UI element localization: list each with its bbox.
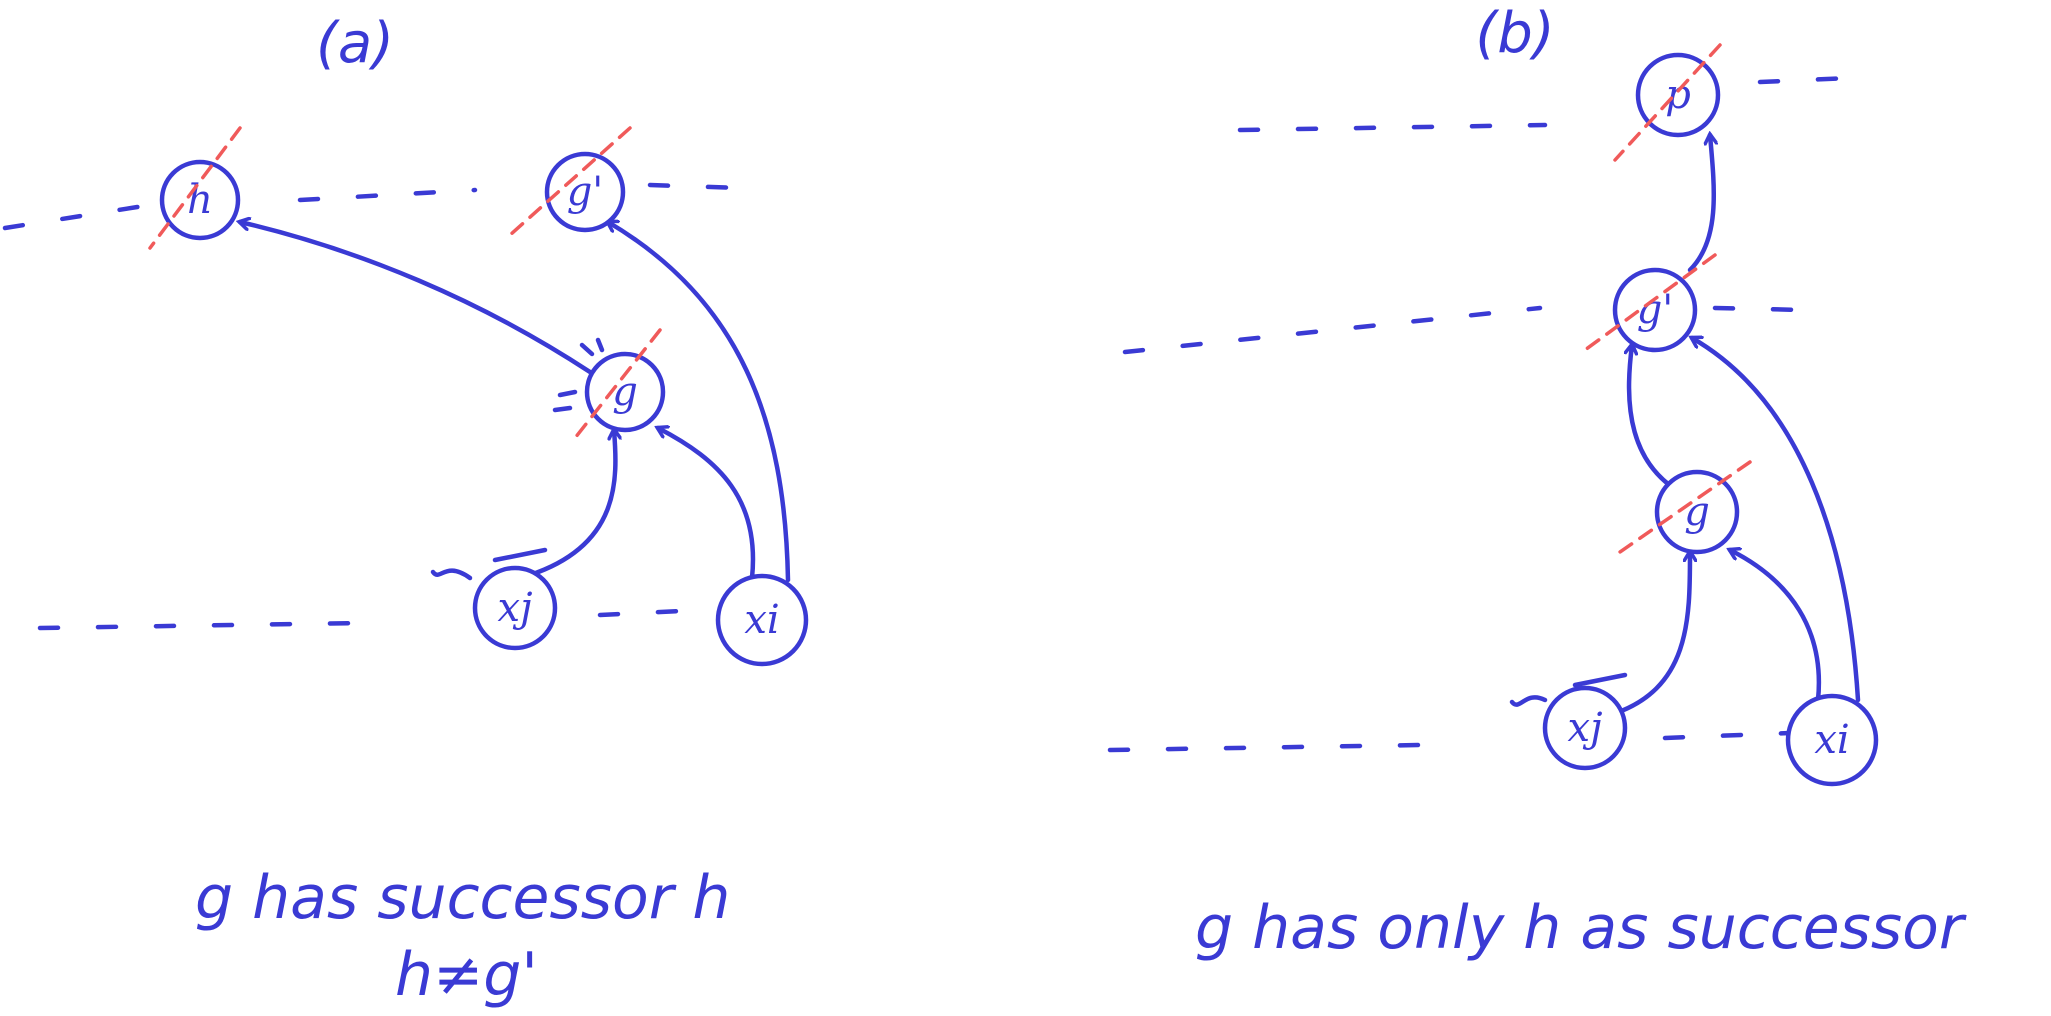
level-line: [297, 187, 478, 203]
edge-g-to-h: [240, 222, 593, 375]
svg-text:xj: xj: [498, 585, 533, 631]
level-line: [1757, 75, 1853, 85]
svg-text:xi: xi: [1814, 717, 1849, 763]
node-xi: xi: [715, 573, 809, 667]
level-line: [1237, 122, 1548, 133]
panel-a-tag: (a): [316, 11, 394, 76]
level-line: [2, 202, 153, 231]
edge-xi-to-g: [1730, 550, 1822, 703]
level-line: [1662, 730, 1793, 741]
panel-b-caption: g has only h as successor: [1195, 893, 1967, 963]
svg-text:g': g': [567, 169, 604, 215]
strike-g-prime: [508, 126, 632, 237]
level-line: [1122, 305, 1543, 355]
node-g-prime: g': [1612, 267, 1698, 353]
level-line: [37, 620, 363, 631]
level-line: [647, 182, 743, 191]
level-line: [597, 607, 703, 618]
edge-xj-to-g: [527, 430, 615, 578]
strike-h: [148, 126, 242, 250]
level-line: [1107, 742, 1423, 753]
edge-xi-to-gprime: [608, 222, 791, 583]
emphasis-marks: [552, 337, 605, 413]
strike-g-prime: [1583, 253, 1717, 352]
strike-g: [573, 328, 662, 440]
edge-xi-to-g: [658, 428, 756, 581]
scribble: [430, 568, 473, 581]
svg-text:xi: xi: [744, 597, 779, 643]
strike-p: [1613, 43, 1722, 162]
node-h: h: [159, 159, 241, 241]
panel-a-caption-line2: h≠g': [395, 940, 538, 1010]
scribble: [1509, 695, 1548, 707]
node-xi: xi: [1785, 693, 1879, 787]
panel-b-tag: (b): [1475, 1, 1554, 66]
node-xj: xj: [1542, 685, 1628, 771]
node-g: g: [1654, 469, 1740, 555]
node-p: p: [1635, 52, 1721, 138]
strike-g: [1618, 460, 1752, 554]
svg-text:xj: xj: [1568, 705, 1603, 751]
scribble: [1572, 672, 1628, 688]
panel-b: (b) p g' g xj: [1107, 1, 1967, 963]
level-line: [1712, 305, 1808, 313]
edge-xj-to-g: [1607, 552, 1690, 718]
node-g: g: [584, 351, 666, 433]
node-xj: xj: [472, 565, 558, 651]
panel-a-caption-line1: g has successor h: [195, 863, 730, 933]
panel-a: (a) h g' g xj: [2, 11, 809, 1010]
svg-text:h: h: [187, 177, 213, 223]
svg-text:g: g: [1684, 489, 1710, 535]
scribble: [492, 547, 548, 563]
edge-xi-to-gprime: [1692, 338, 1861, 703]
svg-text:g': g': [1637, 287, 1674, 333]
edge-gprime-to-p: [1687, 135, 1714, 273]
